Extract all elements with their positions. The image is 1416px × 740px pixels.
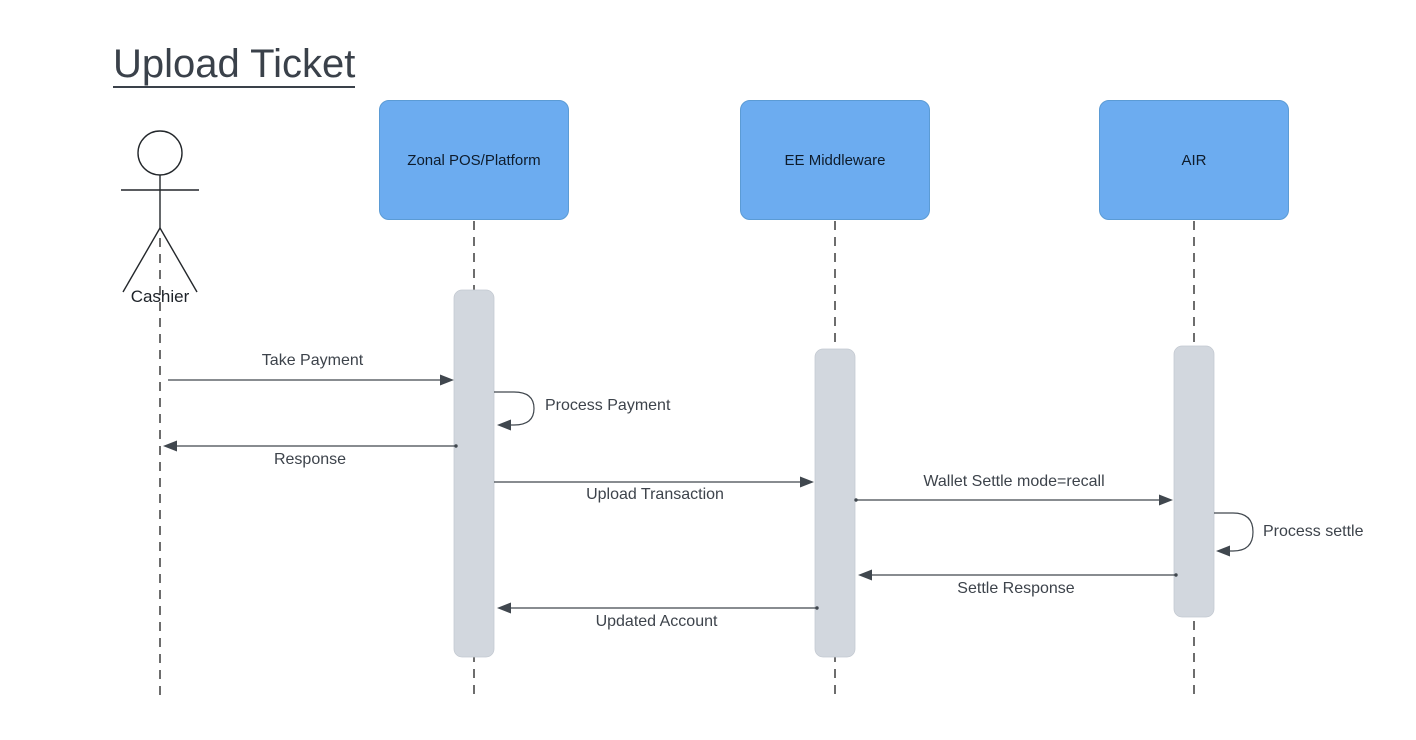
message-label-take-payment: Take Payment [261, 352, 364, 369]
message-label-response: Response [273, 451, 347, 468]
participant-label: AIR [1181, 151, 1207, 169]
diagram-title: Upload Ticket [113, 42, 356, 88]
message-label-settle-response: Settle Response [957, 580, 1075, 597]
participant-label: EE Middleware [784, 151, 886, 169]
participant-label: Zonal POS/Platform [407, 151, 541, 169]
activation-bar-zonal-pos-platform [453, 289, 495, 658]
actor-label-cashier: Cashier [130, 287, 190, 306]
participant-air: AIR [1099, 100, 1289, 220]
activation-bar-air [1173, 345, 1215, 618]
message-arrow-settle-response [858, 569, 1178, 581]
message-label-process-settle: Process settle [1263, 523, 1364, 540]
actor-stick-figure-icon [121, 130, 199, 293]
message-arrow-wallet-settle [854, 494, 1173, 506]
self-message-process-settle [1214, 512, 1254, 557]
message-arrow-take-payment [168, 374, 454, 386]
participant-zonal-pos-platform: Zonal POS/Platform [379, 100, 569, 220]
message-arrow-response [163, 440, 458, 452]
message-label-process-payment: Process Payment [545, 397, 671, 414]
message-label-upload-transaction: Upload Transaction [586, 486, 724, 503]
message-label-updated-account: Updated Account [595, 613, 718, 630]
message-arrow-upload-transaction [494, 476, 814, 488]
participant-ee-middleware: EE Middleware [740, 100, 930, 220]
self-message-process-payment [494, 391, 535, 431]
activation-bar-ee-middleware [814, 348, 856, 658]
message-arrow-updated-account [497, 602, 819, 614]
message-label-wallet-settle: Wallet Settle mode=recall [923, 473, 1105, 490]
